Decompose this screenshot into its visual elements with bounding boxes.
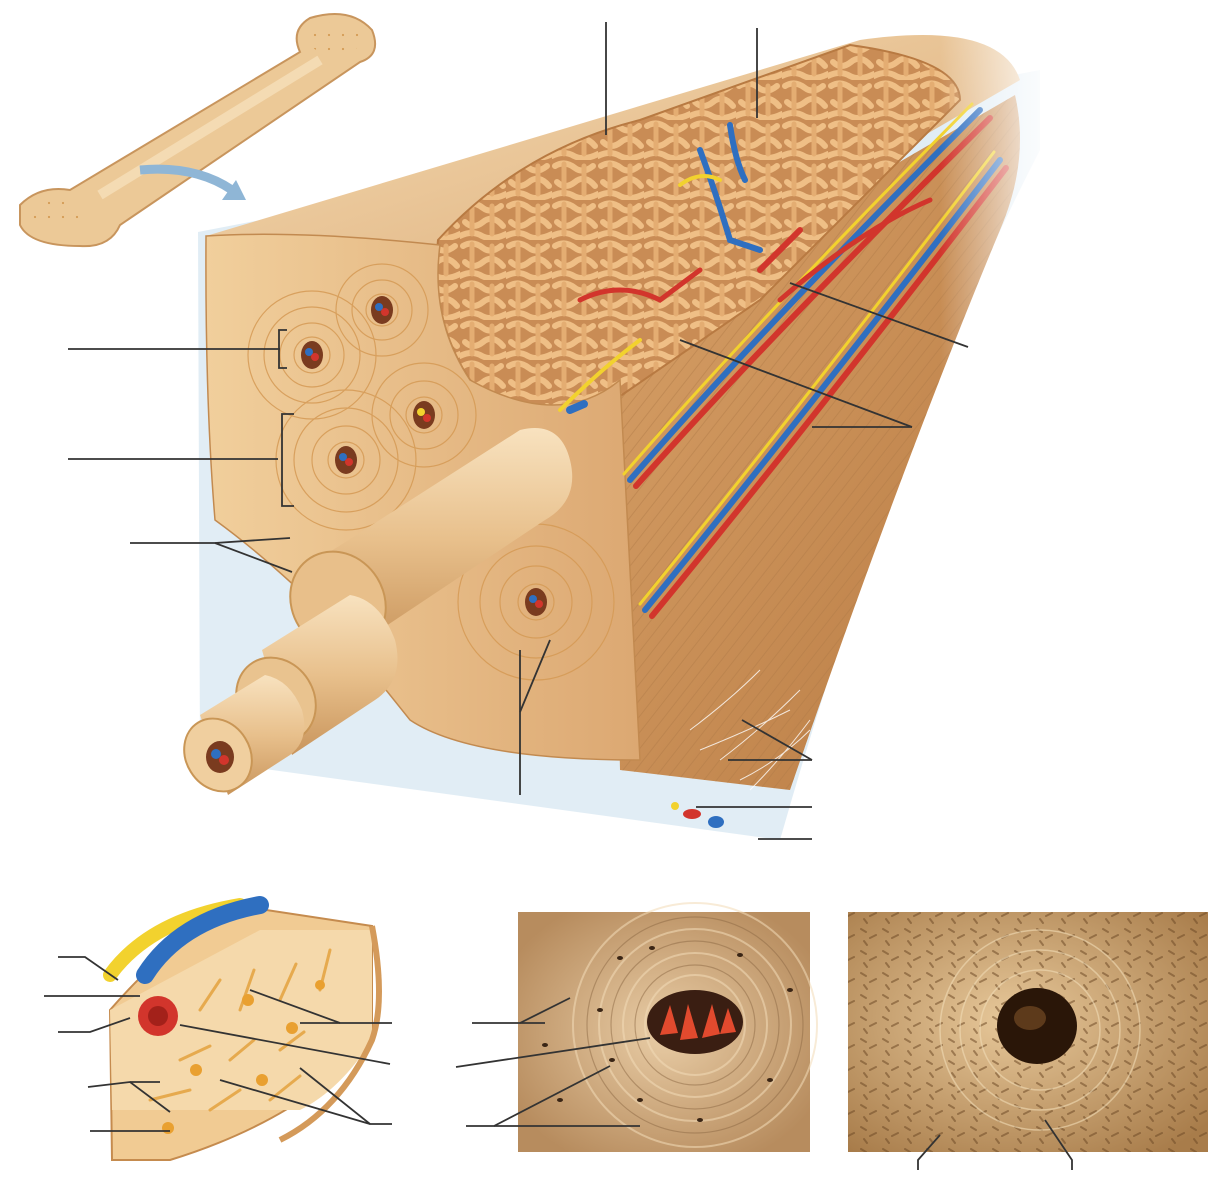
periosteal-artery (683, 809, 701, 819)
zoom-arrow (139, 164, 235, 194)
osteon-detail-drawing (103, 896, 382, 1161)
bracket-central-canal (278, 329, 287, 369)
leader-detail-nerve (58, 956, 119, 981)
leader-lm-canaliculi (1044, 1119, 1073, 1170)
lm-leader-lines (917, 1119, 1073, 1170)
central-canals (301, 296, 547, 616)
leader-detail-canaliculi (179, 1024, 391, 1065)
main-leader-lines (68, 22, 969, 840)
osteon-rings (247, 263, 615, 681)
leader-perforating-canal (789, 282, 969, 348)
leader-periosteum (741, 719, 813, 761)
leader-vessels-1 (679, 339, 913, 428)
zoom-arrow-head (222, 180, 246, 200)
detail-leader-lines (44, 956, 392, 1132)
periosteum-fibers (689, 669, 811, 791)
osteon-light-micrograph (848, 912, 1208, 1152)
sem-leader-lines (455, 997, 651, 1127)
osteon-sem-micrograph (518, 902, 818, 1152)
periosteal-nerve (671, 802, 679, 810)
osteon-lamellae-tube (183, 428, 573, 795)
leader-detail-artery (58, 1017, 131, 1033)
leader-sem-central-canal (455, 1037, 651, 1068)
leader-lm-lacunae (917, 1134, 941, 1170)
bone-cutaway (183, 30, 1060, 840)
long-bone-inset (19, 13, 376, 248)
periosteal-vein (708, 816, 724, 828)
spongy-vessels (558, 122, 763, 414)
bracket-osteon (281, 413, 294, 507)
